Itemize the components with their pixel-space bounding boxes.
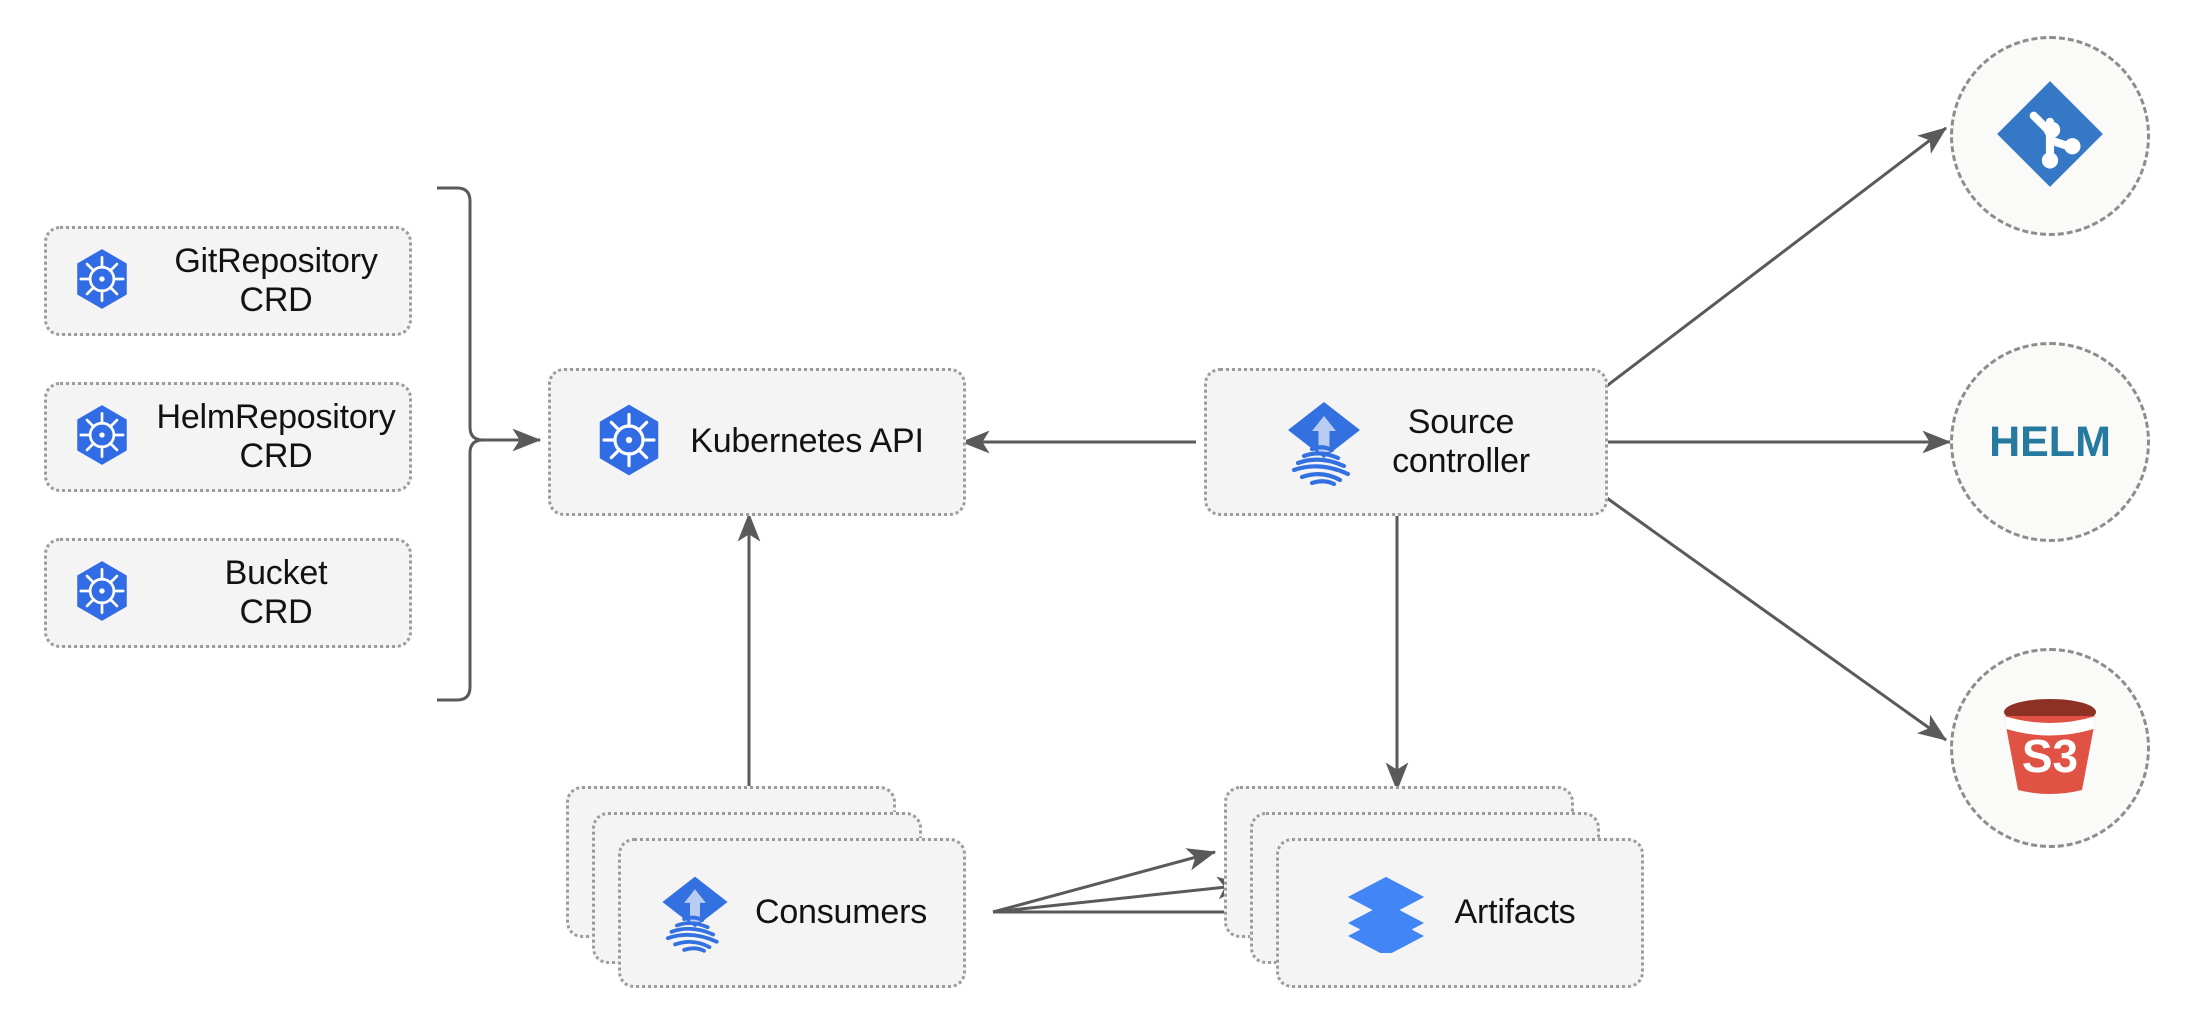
s3-bucket-icon: S3 <box>1988 686 2112 810</box>
kubernetes-icon <box>69 246 135 317</box>
edge-source-controller-to-git <box>1603 126 1947 390</box>
node-label: GitRepository CRD <box>174 241 378 319</box>
node-bucket-crd[interactable]: Bucket CRD <box>44 538 412 648</box>
kubernetes-icon <box>69 558 135 629</box>
s3-wordmark: S3 <box>2021 730 2079 782</box>
crd-bracket <box>437 186 484 702</box>
artifacts-stack-front[interactable]: Artifacts <box>1276 838 1644 988</box>
edge-consumers-to-artifacts-1 <box>992 848 1217 914</box>
node-label: Consumers <box>754 893 928 932</box>
node-label: Kubernetes API <box>690 422 924 461</box>
git-icon <box>1989 73 2111 200</box>
node-helmrepository-crd[interactable]: HelmRepository CRD <box>44 382 412 492</box>
helm-icon: HELM <box>1984 376 2116 508</box>
consumers-stack-front[interactable]: Consumers <box>618 838 966 988</box>
kubernetes-icon <box>69 402 135 473</box>
node-git-source[interactable] <box>1950 36 2150 236</box>
layers-icon <box>1344 869 1428 958</box>
node-label: HelmRepository CRD <box>156 397 396 475</box>
node-label: Artifacts <box>1454 893 1576 932</box>
flux-icon <box>1282 392 1366 493</box>
node-label: Bucket CRD <box>224 553 328 631</box>
node-label: Source controller <box>1392 402 1530 480</box>
edge-source-controller-to-s3 <box>1603 494 1947 742</box>
helm-wordmark: HELM <box>1984 376 2116 508</box>
edge-consumers-to-artifacts-2 <box>992 876 1247 914</box>
node-kubernetes-api[interactable]: Kubernetes API <box>548 368 966 516</box>
node-gitrepository-crd[interactable]: GitRepository CRD <box>44 226 412 336</box>
node-s3-source[interactable]: S3 <box>1950 648 2150 848</box>
node-source-controller[interactable]: Source controller <box>1204 368 1608 516</box>
node-helm-source[interactable]: HELM <box>1950 342 2150 542</box>
node-consumers[interactable]: Consumers <box>566 786 966 988</box>
kubernetes-icon <box>590 401 668 484</box>
flux-icon <box>657 867 733 960</box>
node-artifacts[interactable]: Artifacts <box>1224 786 1644 988</box>
